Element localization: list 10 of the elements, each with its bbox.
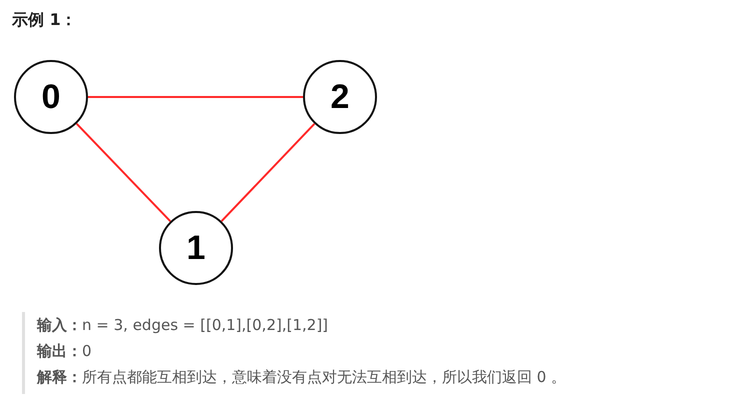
explanation-text: 输出：0 (37, 341, 93, 362)
graph-node: 0 (14, 60, 88, 134)
graph-node: 1 (159, 211, 233, 285)
explanation-text: 解释：所有点都能互相到达，意味着没有点对无法互相到达，所以我们返回 0 。 (37, 367, 568, 388)
graph-edge (76, 123, 172, 222)
example-heading: 示例 1： (12, 10, 77, 31)
graph-edge (220, 123, 316, 222)
graph-node: 2 (303, 60, 377, 134)
explanation-text: 输入：n = 3, edges = [[0,1],[0,2],[1,2]] (37, 315, 330, 336)
graph-edge (88, 96, 303, 98)
